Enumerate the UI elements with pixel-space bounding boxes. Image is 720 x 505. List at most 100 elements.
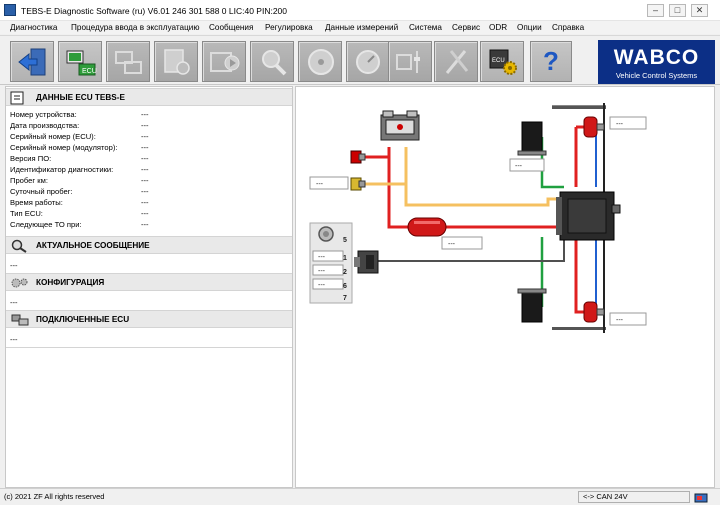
connected-ecu-value: --- xyxy=(10,335,18,344)
supply-line xyxy=(387,147,434,229)
ecu-info-panel: ДАННЫЕ ECU TEBS-E Номер устройства:--- Д… xyxy=(5,86,293,488)
placeholder-box: --- xyxy=(441,236,483,250)
placeholder-text: --- xyxy=(616,121,624,128)
ecu-data-header[interactable]: ДАННЫЕ ECU TEBS-E xyxy=(6,88,292,106)
magnifier-icon xyxy=(262,50,287,76)
menu-odr[interactable]: ODR xyxy=(489,23,508,32)
menu-regulation[interactable]: Регулировка xyxy=(265,23,313,32)
field-label: Серийный номер (модулятор): xyxy=(10,143,118,152)
placeholder-box: --- xyxy=(609,116,647,130)
power-cable xyxy=(376,237,565,262)
connection-status: <-> CAN 24V xyxy=(578,491,690,503)
menu-service[interactable]: Сервис xyxy=(452,23,481,32)
configuration-body: --- xyxy=(6,292,292,311)
ecu-modules-icon xyxy=(11,314,29,326)
disc-button[interactable] xyxy=(298,41,342,82)
app-icon xyxy=(4,4,16,16)
placeholder-text: --- xyxy=(318,268,326,275)
field-value: --- xyxy=(141,187,149,196)
placeholder-box: --- xyxy=(609,312,647,326)
connected-ecu-body: --- xyxy=(6,329,292,348)
brake-system-schematic: --- --- --- xyxy=(309,103,647,333)
sliders-icon xyxy=(396,51,420,73)
placeholder-text: --- xyxy=(318,282,326,289)
menu-bar: Диагностика Процедура ввода в эксплуатац… xyxy=(0,21,720,34)
copyright-text: (c) 2021 ZF All rights reserved xyxy=(4,492,105,501)
brake-chamber-bottom xyxy=(583,301,605,323)
diagnostic-measure-button[interactable] xyxy=(346,41,390,82)
field-value: --- xyxy=(141,220,149,229)
current-message-header[interactable]: АКТУАЛЬНОЕ СООБЩЕНИЕ xyxy=(6,236,292,254)
menu-help[interactable]: Справка xyxy=(552,23,585,32)
current-message-value: --- xyxy=(10,261,18,270)
field-value: --- xyxy=(141,198,149,207)
field-value: --- xyxy=(141,154,149,163)
adapter-icon xyxy=(694,493,708,503)
port-number: 5 xyxy=(343,237,347,244)
placeholder-text: --- xyxy=(616,317,624,324)
trailer-control-valve xyxy=(380,110,420,141)
menu-system[interactable]: Система xyxy=(409,23,442,32)
ecu-connect-button[interactable]: ECU xyxy=(58,41,102,82)
configuration-value: --- xyxy=(10,298,18,307)
transfer-button[interactable] xyxy=(106,41,150,82)
regulation-button[interactable] xyxy=(388,41,432,82)
field-label: Пробег км: xyxy=(10,176,48,185)
menu-options[interactable]: Опции xyxy=(517,23,542,32)
menu-measurements[interactable]: Данные измерений xyxy=(325,23,399,32)
document-icon xyxy=(164,49,190,75)
brake-chamber-top xyxy=(583,116,605,138)
menu-commissioning[interactable]: Процедура ввода в эксплуатацию xyxy=(71,23,200,32)
field-value: --- xyxy=(141,209,149,218)
control-line xyxy=(404,147,564,207)
exit-icon xyxy=(18,48,46,76)
wabco-logo: WABCO Vehicle Control Systems xyxy=(598,40,715,84)
placeholder-text: --- xyxy=(515,163,523,170)
trailer-connector xyxy=(354,250,379,274)
film-icon xyxy=(210,52,240,72)
close-button[interactable]: ✕ xyxy=(691,4,708,17)
transfer-icon xyxy=(115,51,142,74)
chamber-line xyxy=(574,237,586,314)
field-value: --- xyxy=(141,110,149,119)
brand-name: WABCO xyxy=(613,46,700,69)
menu-diagnostics[interactable]: Диагностика xyxy=(10,23,58,32)
field-label: Серийный номер (ECU): xyxy=(10,132,96,141)
ecu-data-title: ДАННЫЕ ECU TEBS-E xyxy=(36,93,125,102)
placeholder-text: --- xyxy=(316,181,324,188)
search-button[interactable] xyxy=(250,41,294,82)
video-button[interactable] xyxy=(202,41,246,82)
window-title: TEBS-E Diagnostic Software (ru) V6.01 24… xyxy=(21,6,288,16)
field-label: Тип ECU: xyxy=(10,209,43,218)
tebs-modulator xyxy=(556,191,621,241)
exit-button[interactable] xyxy=(10,41,54,82)
gauge-icon xyxy=(356,50,380,74)
field-label: Суточный пробег: xyxy=(10,187,73,196)
documents-button[interactable] xyxy=(154,41,198,82)
field-value: --- xyxy=(141,121,149,130)
magnifier-icon xyxy=(11,239,27,253)
minimize-button[interactable]: – xyxy=(647,4,664,17)
ecu-data-icon xyxy=(10,91,24,105)
port-number: 2 xyxy=(343,269,347,276)
menu-messages[interactable]: Сообщения xyxy=(209,23,254,32)
configuration-header[interactable]: КОНФИГУРАЦИЯ xyxy=(6,273,292,291)
brand-tagline: Vehicle Control Systems xyxy=(615,71,698,80)
ecu-config-button[interactable]: ECU xyxy=(480,41,524,82)
placeholder-text: --- xyxy=(448,241,456,248)
connected-ecu-header[interactable]: ПОДКЛЮЧЕННЫЕ ECU xyxy=(6,310,292,328)
screwdriver-icon xyxy=(445,50,469,74)
tools-button[interactable] xyxy=(434,41,478,82)
port-number: 6 xyxy=(343,283,347,290)
current-message-title: АКТУАЛЬНОЕ СООБЩЕНИЕ xyxy=(36,241,150,250)
field-label: Следующее ТО при: xyxy=(10,220,82,229)
title-bar: TEBS-E Diagnostic Software (ru) V6.01 24… xyxy=(0,0,720,21)
help-button[interactable]: ? xyxy=(530,41,572,82)
field-value: --- xyxy=(141,165,149,174)
gears-icon xyxy=(11,278,28,288)
maximize-button[interactable]: □ xyxy=(669,4,686,17)
ecu-gear-icon: ECU xyxy=(489,49,517,75)
ecu-connect-icon: ECU xyxy=(66,50,97,76)
field-value: --- xyxy=(141,143,149,152)
port-number: 1 xyxy=(343,255,347,262)
